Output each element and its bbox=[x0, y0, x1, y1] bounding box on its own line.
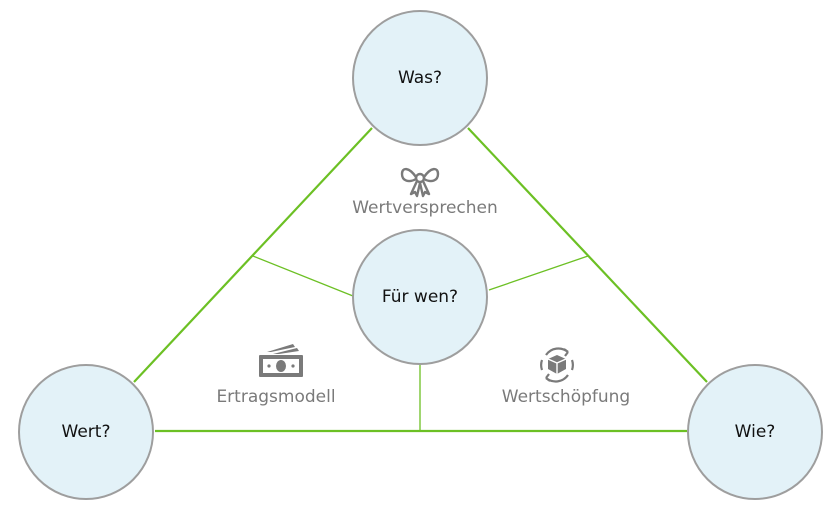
node-wie-label: Wie? bbox=[734, 422, 776, 442]
node-fuer-wen-label: Für wen? bbox=[381, 287, 459, 307]
label-wertschoepfung: Wertschöpfung bbox=[501, 387, 631, 407]
node-wie: Wie? bbox=[687, 364, 823, 500]
node-was-label: Was? bbox=[397, 68, 443, 88]
node-wert-label: Wert? bbox=[61, 422, 111, 442]
money-icon bbox=[259, 344, 303, 377]
edge-was-wie bbox=[467, 127, 708, 383]
label-ertragsmodell: Ertragsmodell bbox=[216, 387, 336, 407]
inner-line-right bbox=[488, 255, 589, 291]
label-wertversprechen: Wertversprechen bbox=[352, 198, 498, 218]
inner-line-left bbox=[252, 255, 354, 297]
edge-was-wert bbox=[133, 127, 373, 383]
bow-icon bbox=[400, 167, 440, 198]
node-fuer-wen: Für wen? bbox=[352, 229, 488, 365]
box-cycle-icon bbox=[540, 347, 574, 383]
node-wert: Wert? bbox=[18, 364, 154, 500]
node-was: Was? bbox=[352, 10, 488, 146]
